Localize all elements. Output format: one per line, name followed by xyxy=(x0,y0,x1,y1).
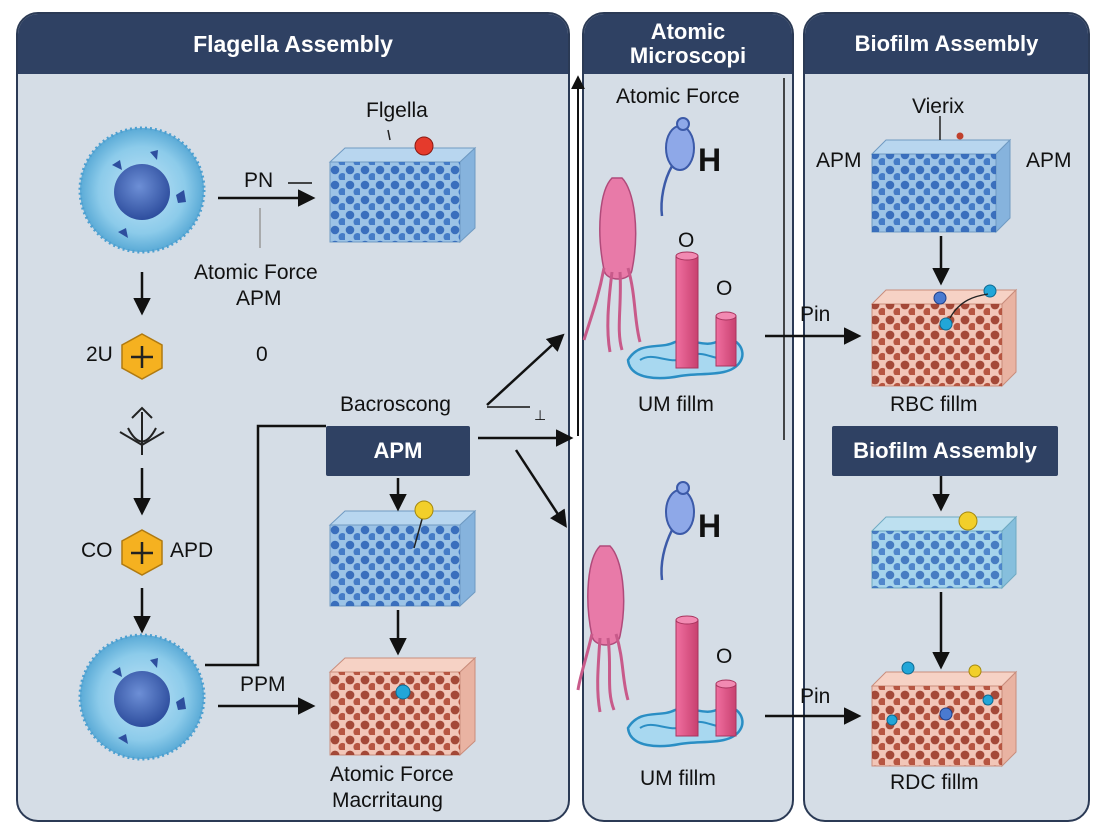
atomic-microscope-header: Atomic Microscopi xyxy=(584,14,792,74)
small-mark-label: ⊥ xyxy=(534,407,547,423)
o-top1-label: O xyxy=(678,229,695,252)
apm-box-label: APM xyxy=(373,438,423,463)
blue-cube-right-top xyxy=(870,116,1012,234)
bridge-symbol-icon xyxy=(119,406,165,455)
panel-title: Biofilm Assembly xyxy=(854,31,1039,56)
um-film-top-label: UM fillm xyxy=(638,393,714,416)
two-u-label: 2U xyxy=(86,343,113,366)
panel-title: Flagella Assembly xyxy=(193,30,393,57)
flgella-label: Flgella xyxy=(366,99,428,122)
co-label: CO xyxy=(81,539,113,562)
panel-title-line2: Microscopi xyxy=(629,43,747,68)
flagella-assembly-header: Flagella Assembly xyxy=(18,14,568,74)
red-cube-bottom xyxy=(328,656,477,757)
pin-top-label: Pin xyxy=(800,303,831,326)
pin-bottom-label: Pin xyxy=(800,685,831,708)
o-top2-label: O xyxy=(716,277,733,300)
atomic-force-mid-label: Atomic Force xyxy=(616,85,740,108)
atomic-force-label: Atomic Force xyxy=(194,261,318,284)
panel-title-line1: Atomic xyxy=(650,18,726,44)
biofilm-base-bottom xyxy=(626,615,744,748)
apm-right-label: APM xyxy=(1026,149,1072,172)
blue-cube-top xyxy=(328,129,477,244)
apd-label: APD xyxy=(170,539,214,562)
bacterium-top xyxy=(582,177,642,353)
biofilm-assembly-header: Biofilm Assembly xyxy=(805,14,1088,74)
biofilm-assembly-box-label: Biofilm Assembly xyxy=(853,438,1037,463)
cell-top xyxy=(78,126,206,254)
afm-probe-bottom-icon xyxy=(660,481,695,581)
apm-left-label: APM xyxy=(816,149,862,172)
afm-probe-top-icon xyxy=(660,117,695,217)
ppm-label: PPM xyxy=(240,673,286,696)
red-cube-right-top xyxy=(870,284,1018,388)
h-top-label: H xyxy=(698,142,722,178)
bottom-caption-line1: Atomic Force xyxy=(330,763,454,786)
vierix-label: Vierix xyxy=(912,95,965,118)
pn-label: PN xyxy=(244,169,274,192)
bacroscong-label: Bacroscong xyxy=(340,393,451,416)
h-bottom-label: H xyxy=(698,508,722,544)
hexagon-plus-icon xyxy=(121,333,163,380)
um-film-bottom-label: UM fillm xyxy=(640,767,716,790)
cell-bottom xyxy=(78,633,206,761)
rbc-film-label: RBC fillm xyxy=(890,393,978,416)
bacterium-bottom xyxy=(576,545,630,713)
apm-box: APM xyxy=(326,426,470,476)
rdc-film-label: RDC fillm xyxy=(890,771,979,794)
blue-cube-middle xyxy=(328,500,477,608)
bottom-caption-line2: Macrritaung xyxy=(332,789,443,812)
o-bottom-label: O xyxy=(716,645,733,668)
zero-label: 0 xyxy=(256,343,268,366)
hexagon-plus-icon xyxy=(121,529,163,576)
biofilm-assembly-box: Biofilm Assembly xyxy=(832,426,1058,476)
red-cube-right-bottom xyxy=(870,661,1018,768)
blue-cube-right-bottom xyxy=(870,511,1018,590)
biofilm-base-top xyxy=(626,251,744,380)
apm-label: APM xyxy=(236,287,282,310)
